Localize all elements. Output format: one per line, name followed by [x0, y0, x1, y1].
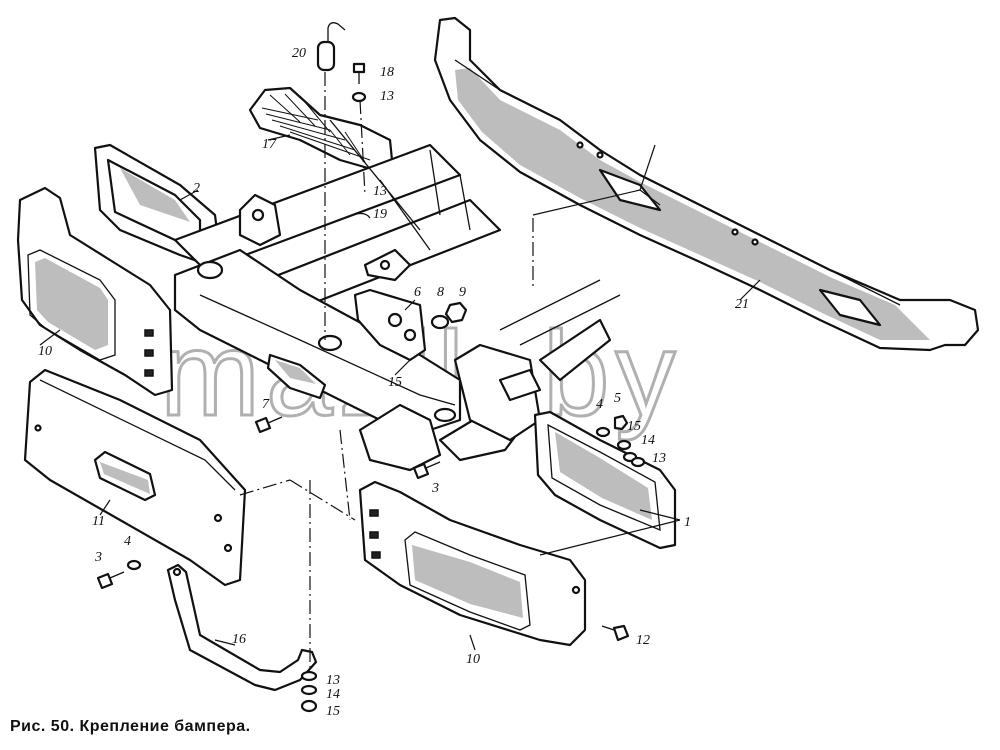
part-14-washer-bottom	[300, 684, 318, 696]
callout-13-top: 13	[380, 89, 394, 104]
callout-5: 5	[614, 391, 621, 406]
assembly-axis-lines	[239, 72, 534, 670]
part-18-bolt	[352, 62, 366, 84]
callout-3-center: 3	[431, 481, 439, 496]
part-7-bolt	[254, 416, 283, 434]
callout-4-right: 4	[596, 397, 603, 412]
callout-9: 9	[459, 285, 466, 300]
callout-16: 16	[232, 632, 246, 647]
part-13-washer-right	[630, 456, 646, 468]
part-10-left-bumper-end	[16, 186, 174, 397]
part-9-nut	[444, 301, 468, 324]
part-5-nut-right	[613, 414, 629, 431]
callout-11: 11	[92, 514, 105, 529]
callout-7: 7	[262, 397, 270, 412]
part-4-washer-left	[126, 559, 142, 571]
part-13-washer-top	[351, 91, 367, 103]
part-20-pin	[316, 22, 346, 72]
callout-20: 20	[292, 46, 306, 61]
callout-21: 21	[735, 297, 749, 312]
part-15-washer-bottom	[300, 699, 318, 713]
callout-13-mid: 13	[373, 184, 387, 199]
part-3-bolt-center	[412, 461, 441, 480]
callout-14-bottom: 14	[326, 687, 340, 702]
callout-10-left: 10	[38, 344, 52, 359]
part-1-right-inner-bracket	[533, 410, 677, 550]
callout-12: 12	[636, 633, 650, 648]
callout-13-right: 13	[652, 451, 666, 466]
callout-10-right: 10	[466, 652, 480, 667]
part-12-bolt	[601, 624, 630, 642]
callout-15-bottom: 15	[326, 704, 340, 719]
callout-18: 18	[380, 65, 394, 80]
frame-cross-member	[173, 119, 621, 472]
callout-4-left: 4	[124, 534, 131, 549]
callout-labels: 1 2 3 3 4 4 5 6 7 8 9 10 10 11 12 13 13 …	[38, 46, 749, 719]
callout-14-right: 14	[641, 433, 655, 448]
part-21-upper-bumper-panel	[433, 16, 980, 352]
part-4-washer-right	[595, 426, 611, 438]
part-8-washer	[430, 314, 450, 330]
callout-8: 8	[437, 285, 444, 300]
callout-15-center: 15	[388, 375, 402, 390]
callout-17: 17	[262, 137, 277, 152]
leader-lines	[39, 134, 761, 651]
part-13-washer-bottom	[300, 670, 318, 682]
part-11-lower-bar	[23, 368, 247, 587]
part-10-right-bumper-end	[358, 480, 587, 647]
callout-2: 2	[193, 181, 200, 196]
part-15-washer-right	[616, 439, 632, 451]
callout-15-right: 15	[627, 419, 641, 434]
callout-3-left: 3	[94, 550, 102, 565]
callout-13-bottom: 13	[326, 673, 340, 688]
part-16-step-bracket	[166, 563, 318, 692]
part-17-step-plate	[248, 86, 394, 172]
part-2-inner-bracket	[93, 143, 222, 264]
callout-1: 1	[684, 515, 691, 530]
callout-6: 6	[414, 285, 421, 300]
part-3-bolt-left	[96, 571, 125, 590]
figure-caption: Рис. 50. Крепление бампера.	[10, 718, 251, 735]
callout-19: 19	[373, 207, 387, 222]
